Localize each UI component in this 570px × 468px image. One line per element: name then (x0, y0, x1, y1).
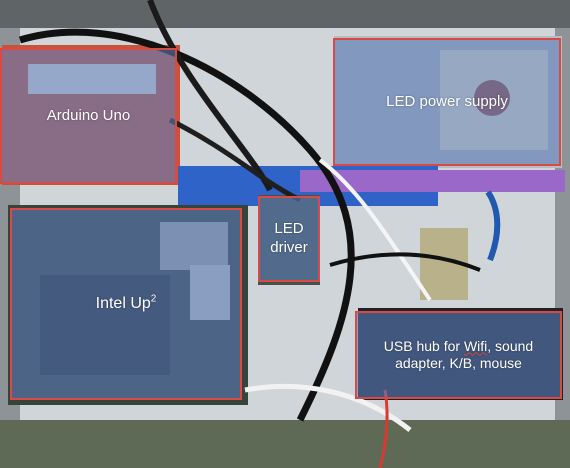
led-power-supply-label: LED power supply (333, 38, 561, 166)
label-name: Intel Up (95, 295, 151, 312)
led-driver-label: LED driver (258, 196, 320, 282)
label-text: Arduino Uno (46, 106, 131, 124)
label-prefix: USB hub for (383, 337, 464, 354)
black-cable (18, 28, 355, 422)
lower-board-area (0, 420, 570, 468)
arduino-uno-label: Arduino Uno (0, 48, 177, 184)
white-cable (244, 383, 412, 432)
label-text: USB hub for Wifi, sound adapter, K/B, mo… (384, 338, 533, 373)
label-text: Intel Up2 (96, 294, 157, 314)
label-suffix: , sound (487, 337, 534, 354)
black-cable (329, 252, 481, 272)
label-text: LED driver (270, 220, 308, 256)
black-cable (168, 117, 302, 203)
blue-usb-cable (485, 190, 501, 262)
enclosure-top-edge (0, 0, 570, 28)
white-cable (318, 158, 432, 302)
label-superscript: 2 (150, 293, 157, 305)
label-text: LED power supply (386, 92, 508, 110)
lego-purple-strip (300, 170, 565, 192)
label-line2: adapter, K/B, mouse (395, 355, 522, 371)
wifi-word: Wifi (463, 337, 488, 354)
usb-hub-label: USB hub for Wifi, sound adapter, K/B, mo… (355, 311, 562, 399)
intel-up2-label: Intel Up2 (10, 208, 242, 400)
